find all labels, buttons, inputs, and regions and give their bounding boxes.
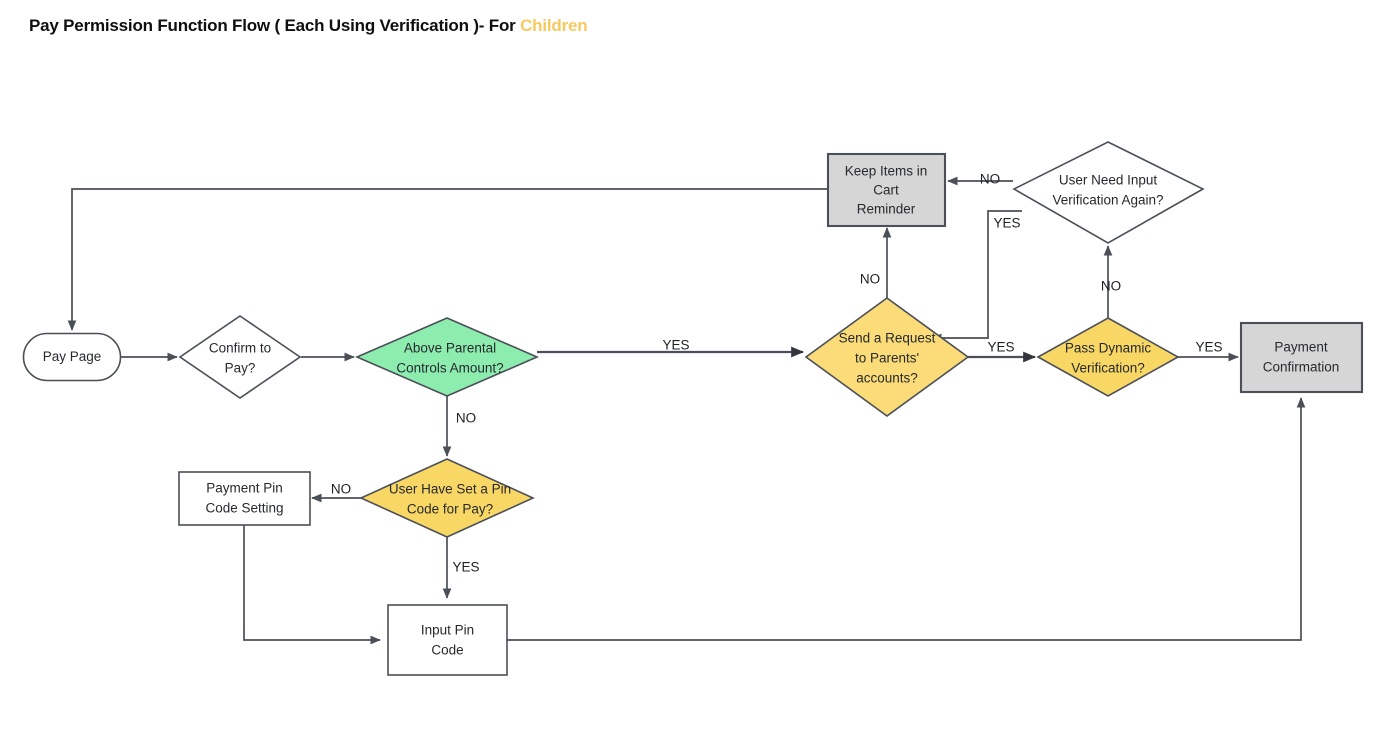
node-user-have-set-pin-code[interactable]: User Have Set a Pin Code for Pay? bbox=[359, 458, 535, 538]
user-need-input-label-line2: Verification Again? bbox=[1052, 193, 1163, 208]
payment-confirmation-shape bbox=[1239, 321, 1364, 394]
edge-label-above-parental-no: NO bbox=[456, 411, 476, 426]
user-have-set-pin-label-line1: User Have Set a Pin bbox=[389, 482, 511, 497]
node-above-parental-controls-amount[interactable]: Above Parental Controls Amount? bbox=[354, 317, 540, 397]
edge-label-pin-check-yes: YES bbox=[452, 560, 479, 575]
confirm-to-pay-label-line2: Pay? bbox=[225, 361, 256, 376]
payment-pin-code-setting-label-line2: Code Setting bbox=[205, 501, 283, 516]
node-pay-page[interactable]: Pay Page bbox=[22, 332, 122, 382]
user-need-input-verification-again-shape bbox=[1012, 141, 1205, 244]
edge-input-pin-to-payment-confirmation bbox=[507, 397, 1306, 641]
edge-label-send-request-no: NO bbox=[860, 272, 880, 287]
payment-pin-code-setting-label-line1: Payment Pin bbox=[206, 481, 283, 496]
edge-label-pin-check-no: NO bbox=[331, 482, 351, 497]
node-input-pin-code[interactable]: Input Pin Code bbox=[387, 604, 508, 676]
payment-confirmation-label-line1: Payment bbox=[1274, 340, 1328, 355]
user-have-set-pin-label-line2: Code for Pay? bbox=[407, 502, 493, 517]
pass-dynamic-verification-shape bbox=[1036, 317, 1180, 397]
edge-label-user-need-input-yes: YES bbox=[993, 216, 1020, 231]
above-parental-label-line1: Above Parental bbox=[404, 341, 496, 356]
user-need-input-label-line1: User Need Input bbox=[1059, 173, 1158, 188]
payment-confirmation-label-line2: Confirmation bbox=[1263, 360, 1340, 375]
node-keep-items-in-cart-reminder[interactable]: Keep Items in Cart Reminder bbox=[826, 152, 947, 228]
node-pass-dynamic-verification[interactable]: Pass Dynamic Verification? bbox=[1036, 317, 1180, 397]
edge-label-pass-dynamic-yes: YES bbox=[1195, 340, 1222, 355]
keep-items-in-cart-reminder-shape bbox=[826, 152, 947, 228]
above-parental-controls-amount-shape bbox=[354, 317, 540, 397]
send-request-to-parents-shape bbox=[804, 297, 970, 417]
above-parental-label-line2: Controls Amount? bbox=[396, 361, 503, 376]
keep-items-label-line1: Keep Items in bbox=[845, 164, 928, 179]
node-user-need-input-verification-again[interactable]: User Need Input Verification Again? bbox=[1012, 141, 1205, 244]
page-title-accent: Children bbox=[520, 16, 588, 35]
payment-pin-code-setting-shape bbox=[178, 471, 311, 526]
node-payment-confirmation[interactable]: Payment Confirmation bbox=[1239, 321, 1364, 394]
keep-items-label-line3: Reminder bbox=[857, 202, 916, 217]
send-request-label-line1: Send a Request bbox=[839, 331, 936, 346]
send-request-label-line3: accounts? bbox=[856, 371, 918, 386]
user-have-set-pin-code-shape bbox=[359, 458, 535, 538]
edge-label-send-request-yes: YES bbox=[987, 340, 1014, 355]
keep-items-label-line2: Cart bbox=[873, 183, 899, 198]
node-payment-pin-code-setting[interactable]: Payment Pin Code Setting bbox=[178, 471, 311, 526]
node-send-request-to-parents[interactable]: Send a Request to Parents' accounts? bbox=[804, 297, 970, 417]
edge-keep-items-to-pay-page bbox=[67, 188, 828, 331]
pay-page-shape bbox=[22, 332, 122, 382]
input-pin-code-label-line1: Input Pin bbox=[421, 623, 474, 638]
confirm-to-pay-label-line1: Confirm to bbox=[209, 341, 271, 356]
node-confirm-to-pay[interactable]: Confirm to Pay? bbox=[178, 315, 302, 399]
input-pin-code-shape bbox=[387, 604, 508, 676]
pass-dynamic-label-line2: Verification? bbox=[1071, 361, 1145, 376]
page-title: Pay Permission Function Flow ( Each Usin… bbox=[29, 16, 588, 36]
page-title-main: Pay Permission Function Flow ( Each Usin… bbox=[29, 16, 521, 35]
send-request-label-line2: to Parents' bbox=[855, 351, 919, 366]
edge-label-user-need-input-no: NO bbox=[980, 172, 1000, 187]
confirm-to-pay-shape bbox=[178, 315, 302, 399]
edge-label-above-parental-yes: YES bbox=[662, 338, 689, 353]
pass-dynamic-label-line1: Pass Dynamic bbox=[1065, 341, 1152, 356]
pay-page-label: Pay Page bbox=[43, 349, 102, 364]
edge-label-pass-dynamic-no: NO bbox=[1101, 279, 1121, 294]
edge-user-need-input-yes-to-send-request bbox=[931, 210, 1022, 343]
edge-pin-setting-to-input-pin bbox=[243, 525, 381, 645]
input-pin-code-label-line2: Code bbox=[431, 643, 463, 658]
